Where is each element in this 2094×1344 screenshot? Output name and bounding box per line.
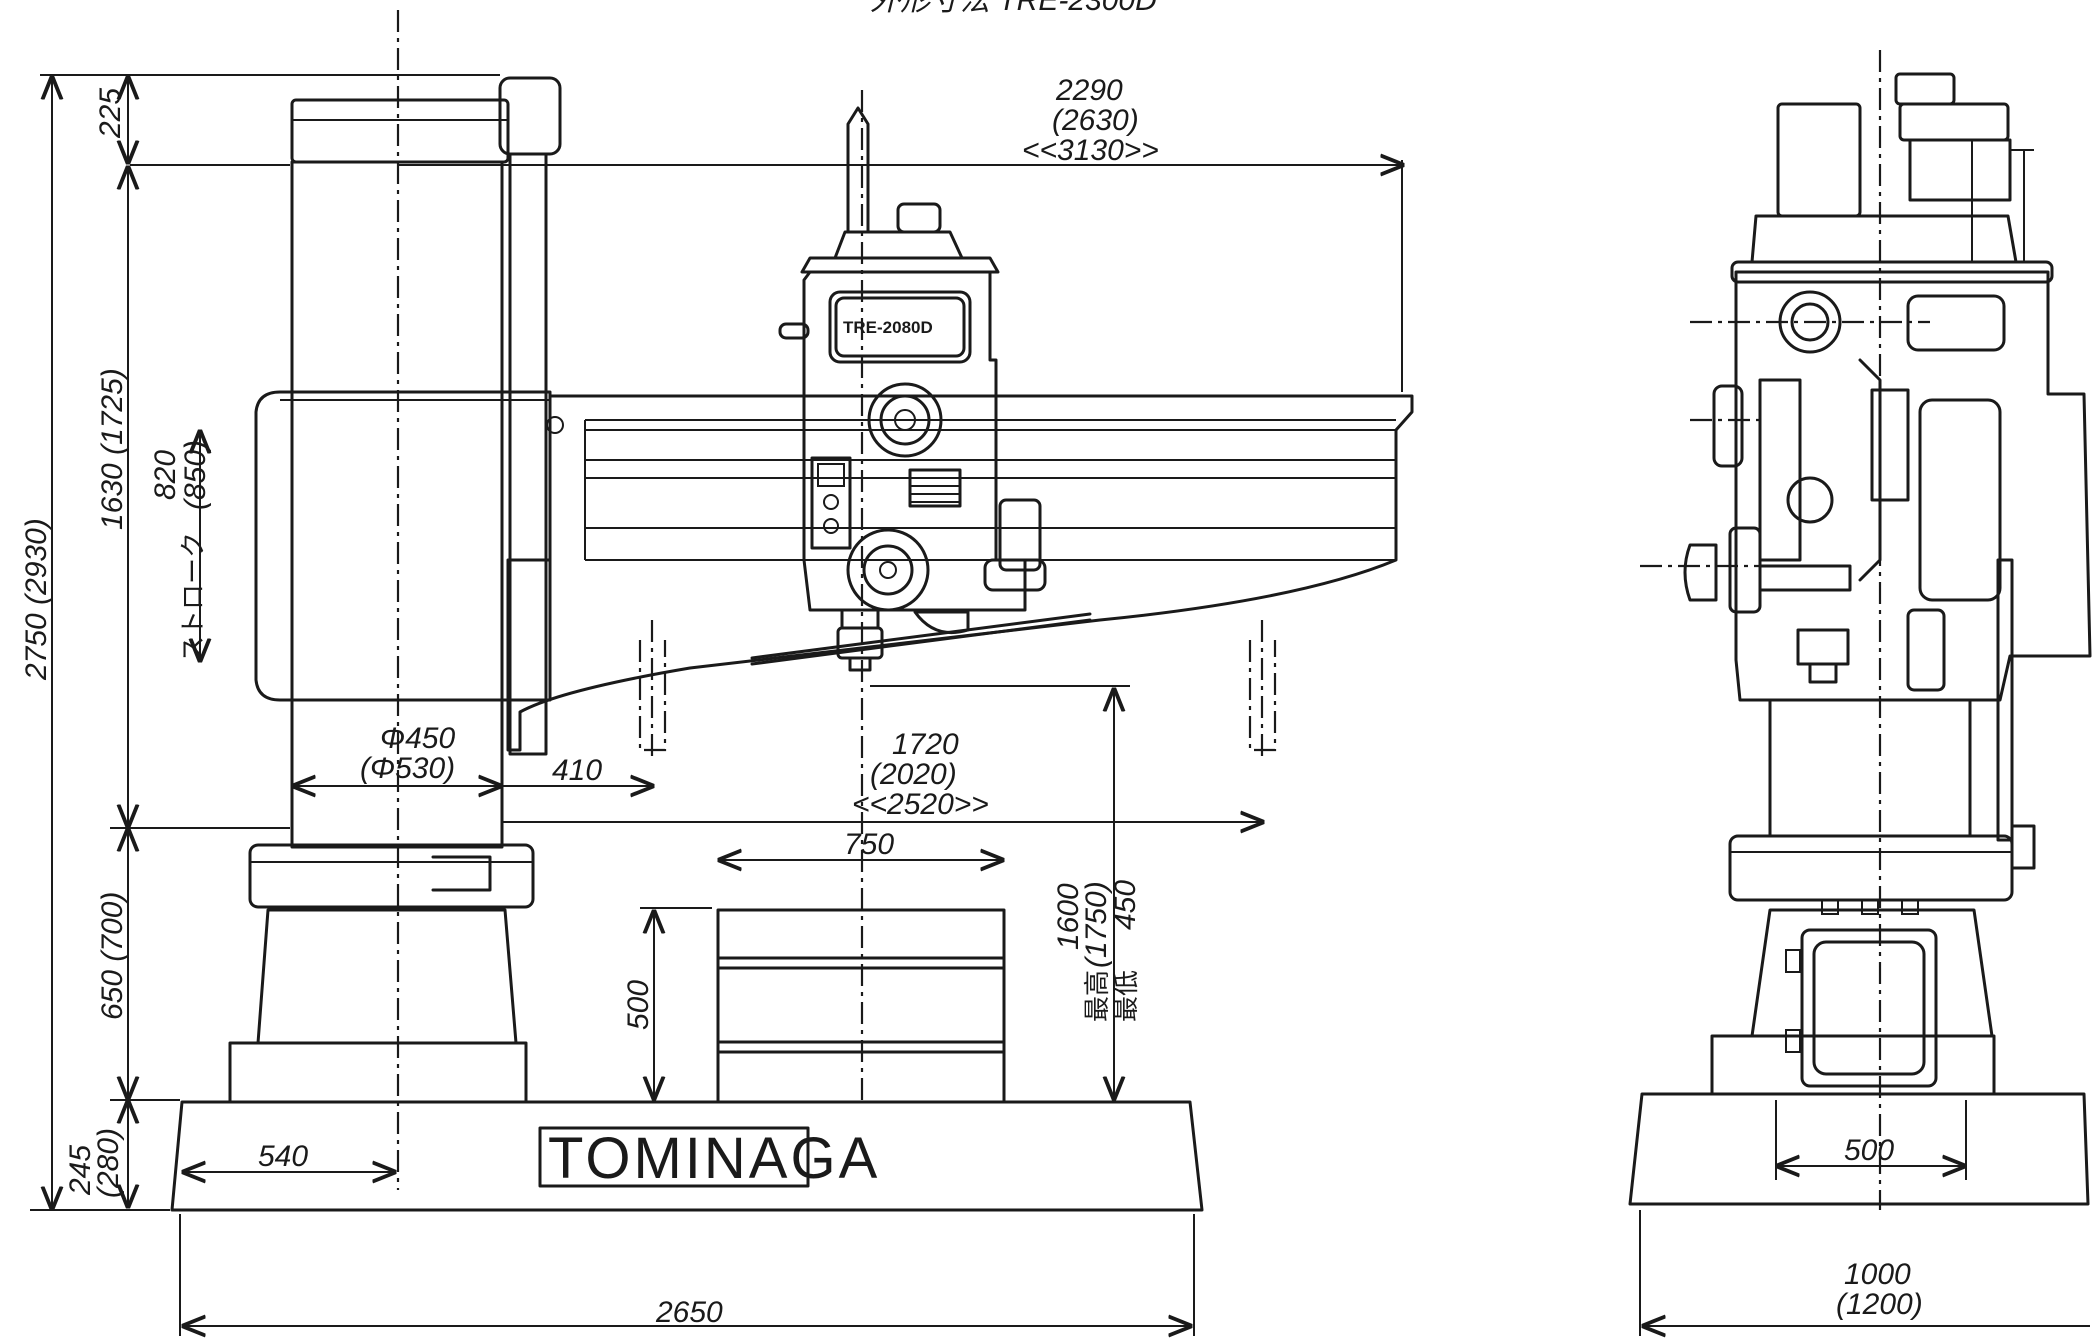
dim-arm-stroke: 820	[149, 450, 182, 500]
front-dimensions: 2290 (2630) <<3130>> 225 2750 (2930) 163…	[20, 74, 1402, 1336]
dim-arm-reach-alt: (2630)	[1052, 104, 1139, 137]
dim-column-base: 650 (700)	[96, 892, 129, 1020]
dim-spindle-base-max: 1600	[1052, 883, 1085, 950]
dim-base-offset: 540	[258, 1140, 308, 1173]
column-top-cap	[290, 98, 510, 164]
dim-spindle-reach: 1720	[892, 728, 959, 761]
elevating-rod	[508, 152, 548, 756]
side-clamp-ring	[1728, 834, 2014, 902]
logo-frame	[538, 1126, 810, 1188]
label-max: 最高	[1083, 970, 1113, 1022]
motor-shaft	[846, 106, 870, 234]
side-motor-cap	[1894, 72, 1956, 106]
dim-spindle-base-min: 450	[1109, 880, 1142, 930]
side-pedestal	[1750, 908, 1994, 1038]
column-clamp-ring	[248, 843, 535, 909]
dim-arm-height: 1630 (1725)	[96, 368, 129, 530]
label-min: 最低	[1112, 970, 1142, 1022]
spindle-ghost-positions	[638, 620, 1277, 760]
column-foot	[228, 1041, 528, 1104]
nameplate-text: TRE-2080D	[843, 318, 933, 337]
dim-spindle-reach-alt2: <<2520>>	[852, 788, 989, 821]
column-pedestal	[256, 908, 518, 1045]
dim-side-base: 1000	[1844, 1258, 1911, 1291]
dim-base-height: 245	[64, 1145, 97, 1196]
side-handle	[1712, 384, 1744, 468]
vent-grille	[908, 468, 962, 508]
dim-arm-reach-alt2: <<3130>>	[1022, 134, 1159, 167]
dim-top-225: 225	[94, 88, 127, 139]
side-arm-housing	[1734, 270, 2092, 702]
dim-table-height: 500	[622, 980, 655, 1030]
brand-logo: TOMINAGA	[548, 1126, 880, 1191]
dim-side-base-alt: (1200)	[1836, 1288, 1923, 1321]
side-column	[1768, 698, 1972, 838]
dim-spindle-reach-alt: (2020)	[870, 758, 957, 791]
nameplate-frame	[828, 290, 972, 364]
clamp-lever	[431, 855, 492, 892]
side-dimensions: 500 1000 (1200)	[1639, 1100, 2090, 1336]
side-feed-lever	[1683, 543, 1718, 602]
dim-side-width: 500	[1844, 1134, 1894, 1167]
label-stroke: ストローク	[179, 532, 209, 662]
arm-sleeve	[254, 390, 552, 702]
dim-table-width: 750	[844, 828, 894, 861]
dim-overall-height: 2750 (2930)	[20, 518, 53, 681]
dim-column-dia: Φ450	[380, 722, 455, 755]
dim-base-length: 2650	[655, 1296, 723, 1329]
ammeter-panel	[810, 456, 852, 550]
dim-arm-reach: 2290	[1055, 74, 1123, 107]
dim-base-height-alt: (280)	[92, 1128, 125, 1198]
speed-dial	[867, 382, 943, 458]
front-view: TOMINAGA TR	[170, 10, 1414, 1212]
side-view	[1628, 50, 2092, 1210]
dim-spindle-base-max-alt: (1750)	[1080, 881, 1113, 968]
dim-column-dia-alt: (Φ530)	[360, 752, 455, 785]
dim-arm-stroke-alt: (850)	[179, 440, 212, 510]
feed-handwheel	[846, 528, 930, 612]
dim-min-radius: 410	[552, 754, 602, 787]
radial-arm	[506, 394, 1414, 752]
drawing-title: 外形寸法 TRE-2300D	[870, 0, 1157, 17]
